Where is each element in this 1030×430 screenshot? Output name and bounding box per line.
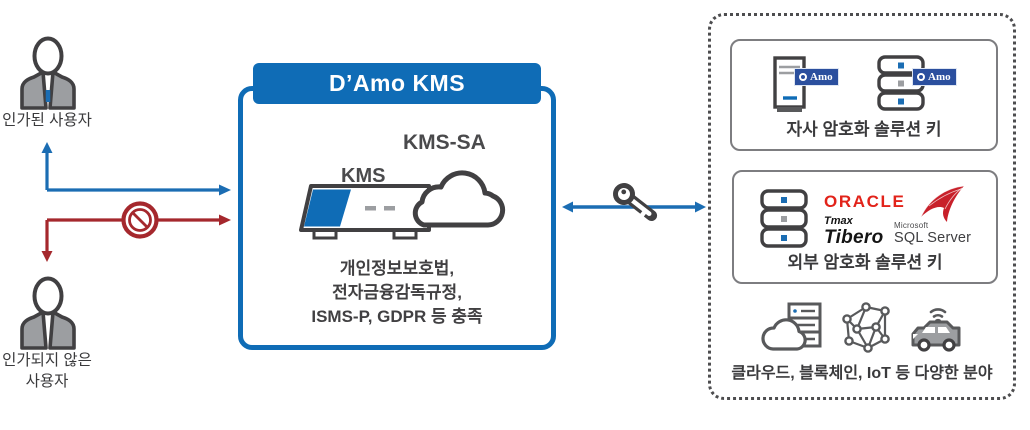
solutions-panel: Amo Amo 자사 암호화 솔루션 키: [708, 13, 1016, 400]
tmax-logo-text: Tmax: [824, 215, 853, 227]
kms-label: KMS: [341, 165, 386, 187]
unauthorized-user-icon: [20, 276, 76, 350]
external-solution-label: 외부 암호화 솔루션 키: [787, 253, 943, 272]
connected-car-icon: [911, 308, 961, 352]
key-exchange-arrow: [562, 183, 706, 222]
compliance-text: 개인정보보호법, 전자금융감독규정, ISMS-P, GDPR 등 충족: [243, 257, 551, 329]
kms-sa-label: KMS-SA: [403, 131, 486, 154]
compliance-line: 전자금융감독규정,: [332, 283, 462, 302]
damo-badge: Amo: [794, 68, 839, 86]
sql-server-swoosh-icon: [920, 185, 965, 222]
external-solution-card: ORACLE Tmax Tibero Microsoft SQL Server …: [732, 170, 998, 284]
microsoft-logo-text: Microsoft: [894, 221, 929, 230]
kms-title: D’Amo KMS: [328, 70, 466, 96]
sql-server-logo-text: SQL Server: [894, 230, 972, 246]
damo-badge-text: Amo: [928, 70, 951, 83]
various-fields-label: 클라우드, 블록체인, IoT 등 다양한 분야: [731, 365, 993, 382]
allowed-arrow: [41, 142, 231, 196]
key-icon: [613, 183, 658, 222]
server-stack-icon: [760, 189, 808, 248]
unauthorized-user-label-line2: 사용자: [25, 373, 69, 390]
damo-logo-icon: [799, 73, 807, 81]
own-solution-card: Amo Amo 자사 암호화 솔루션 키: [730, 39, 998, 151]
damo-badge-text: Amo: [810, 70, 833, 83]
tibero-logo-text: Tibero: [824, 227, 884, 248]
various-fields-icons: [711, 299, 1013, 355]
cloud-server-icon: [761, 302, 822, 351]
damo-logo-icon: [917, 73, 925, 81]
unauthorized-user-label: 인가되지 않은 사용자: [0, 350, 102, 392]
authorized-user-icon: [20, 36, 76, 110]
tibero-logo: Tmax Tibero: [824, 215, 884, 248]
own-solution-label: 자사 암호화 솔루션 키: [786, 120, 942, 139]
authorized-user-label: 인가된 사용자: [2, 112, 92, 129]
cloud-icon: [412, 170, 506, 228]
sql-server-logo: Microsoft SQL Server: [894, 222, 971, 246]
kms-box: KMS-SA KMS 개인정보보호법, 전자금융감독규정, ISMS-P, GD…: [238, 86, 556, 350]
damo-badge: Amo: [912, 68, 957, 86]
no-entry-icon: [121, 201, 159, 239]
kms-appliance-icon: [299, 184, 431, 240]
oracle-logo: ORACLE: [824, 192, 906, 211]
kms-title-banner: D’Amo KMS: [253, 63, 541, 104]
compliance-line: 개인정보보호법,: [339, 259, 455, 278]
compliance-line: ISMS-P, GDPR 등 충족: [311, 307, 483, 326]
unauthorized-user-label-line1: 인가되지 않은: [2, 352, 92, 369]
blockchain-icon: [842, 302, 890, 353]
